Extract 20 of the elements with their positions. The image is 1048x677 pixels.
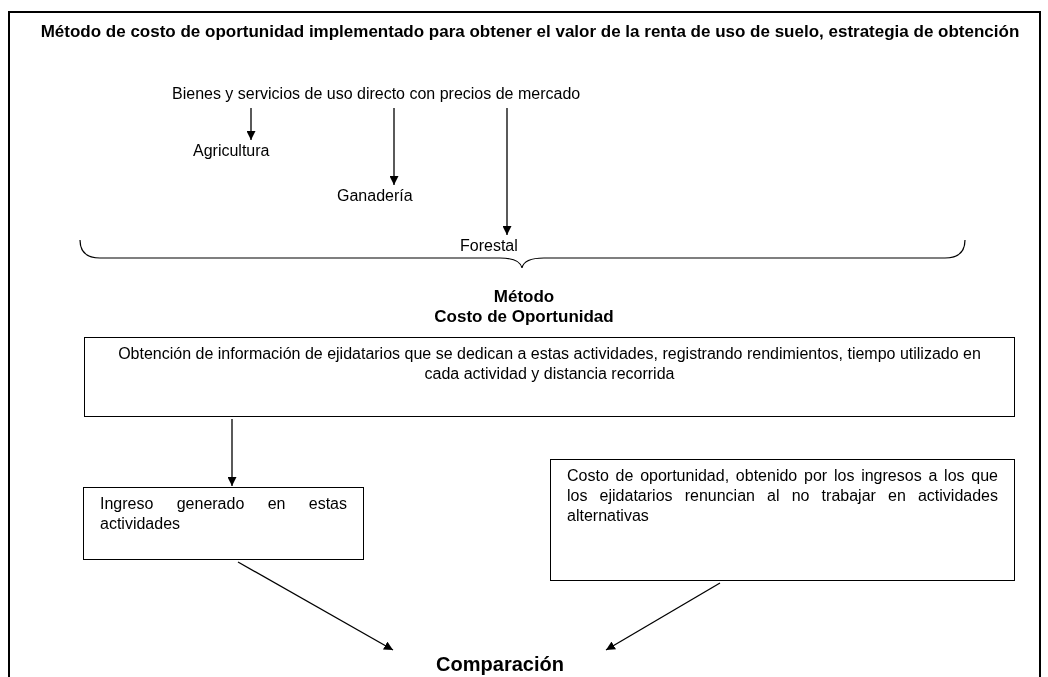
arrow (389, 107, 399, 186)
process-box (84, 337, 1015, 417)
box-text: Costo de oportunidad, obtenido por los ingresos a los que los ejidatarios renuncian al no trabajar en actividades alternativas (567, 466, 998, 526)
node-text: Forestal (460, 236, 519, 256)
method-label: Costo de Oportunidad (433, 307, 615, 327)
arrow (237, 561, 394, 651)
node-text: Bienes y servicios de uso directo con precios de mercado (172, 84, 582, 104)
arrow (246, 107, 256, 141)
arrow (502, 107, 512, 236)
title: Método de costo de oportunidad implementado para obtener el valor de la renta de uso de suelo, estrategia de obtención (39, 21, 1021, 43)
arrow (605, 582, 721, 651)
node-text: Ganadería (337, 186, 414, 206)
process-box (550, 459, 1015, 581)
node-text: Agricultura (193, 141, 271, 161)
process-box (83, 487, 364, 560)
arrow (227, 418, 237, 487)
box-text: Obtención de información de ejidatarios que se dedican a estas actividades, registrando rendimientos, tiempo utilizado en cada actividad y distancia recorrida (117, 344, 982, 384)
result-heading: Comparación (435, 652, 565, 677)
box-text: Ingreso generado en estas actividades (100, 494, 347, 534)
method-label: Método (492, 287, 556, 307)
